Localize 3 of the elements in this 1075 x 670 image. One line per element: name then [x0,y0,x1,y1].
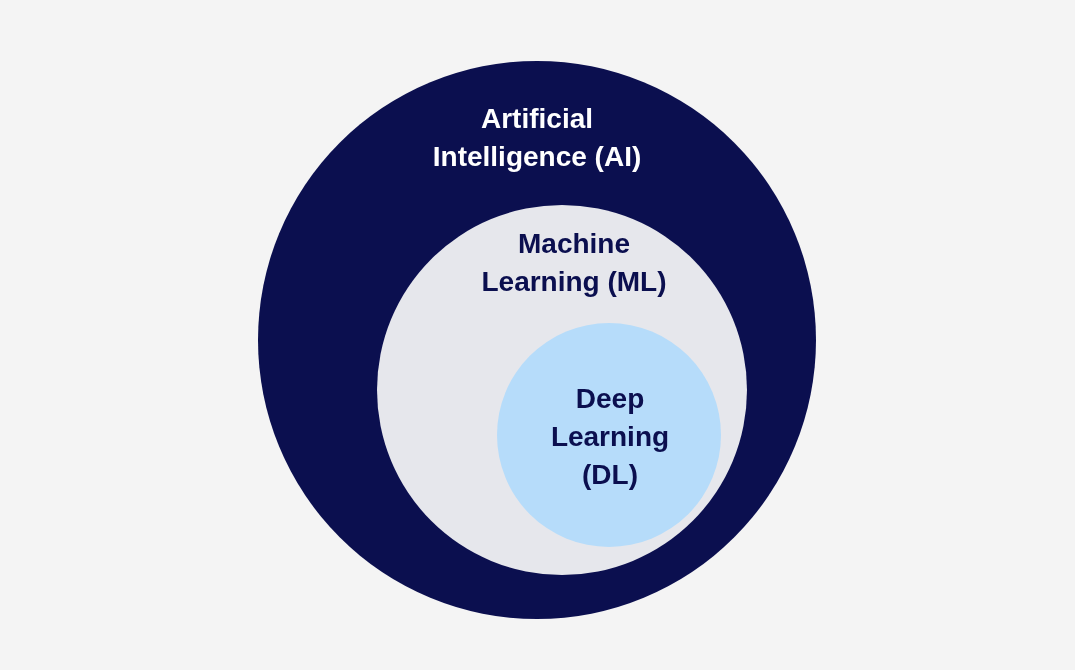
circle-label: Machine Learning (ML) [480,227,668,299]
circle-label: Deep Learning (DL) [549,382,671,492]
circle-label: Artificial Intelligence (AI) [431,102,643,174]
